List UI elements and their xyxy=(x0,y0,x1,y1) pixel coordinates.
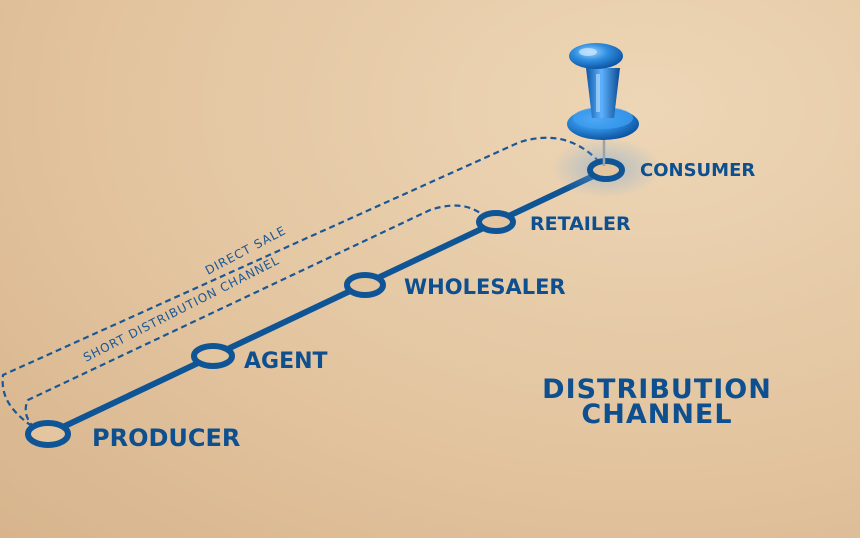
retailer-label: RETAILER xyxy=(530,213,631,235)
wholesaler-node xyxy=(344,272,386,298)
consumer-node xyxy=(587,158,625,182)
diagram-title-line1: DISTRIBUTION xyxy=(542,374,772,405)
pushpin-icon xyxy=(567,43,639,166)
consumer-label: CONSUMER xyxy=(640,160,755,181)
producer-node xyxy=(25,420,71,448)
short-channel-route-line xyxy=(24,204,491,435)
retailer-node xyxy=(476,210,516,234)
wholesaler-label: WHOLESALER xyxy=(404,275,566,299)
producer-label: PRODUCER xyxy=(92,424,240,452)
main-channel-line xyxy=(45,167,609,437)
agent-node xyxy=(191,343,235,369)
short-channel-label: SHORT DISTRIBUTION CHANNEL xyxy=(81,253,282,365)
diagram-title-line2: CHANNEL xyxy=(581,399,732,430)
agent-label: AGENT xyxy=(244,349,328,374)
